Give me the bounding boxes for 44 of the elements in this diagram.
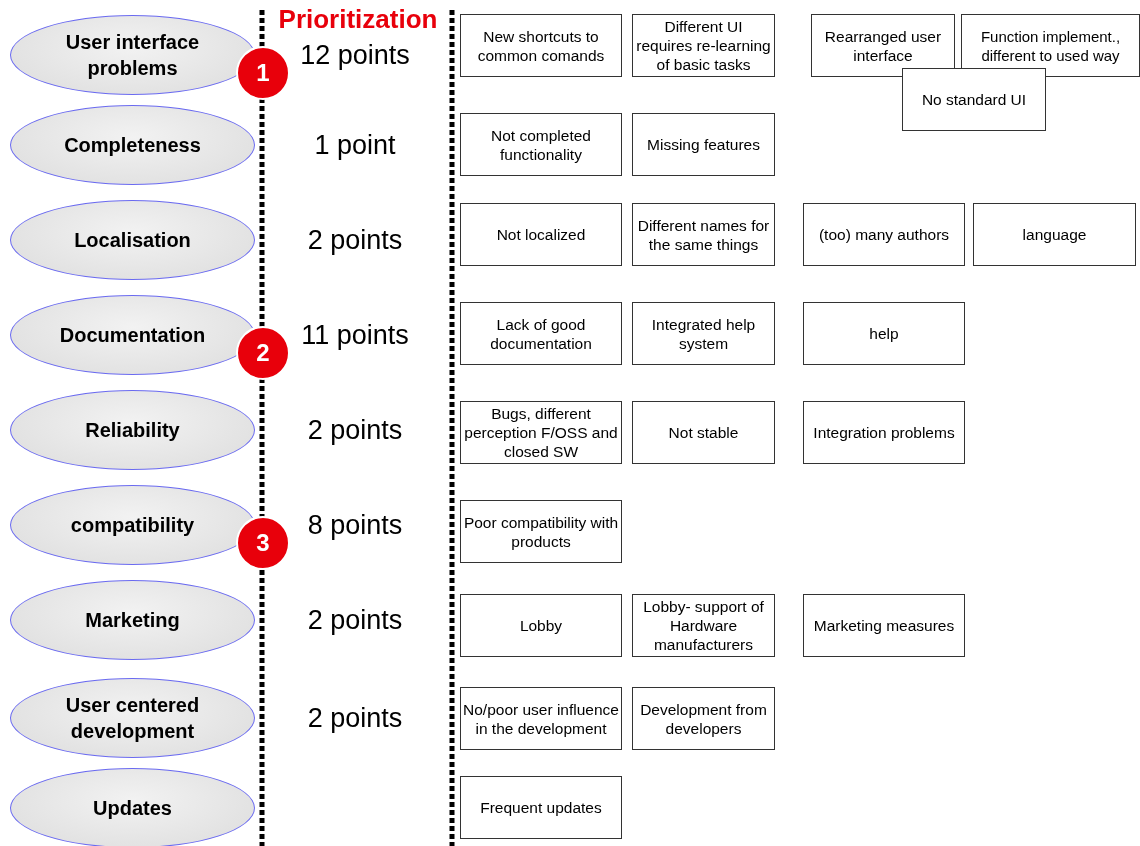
problem-box: New shortcuts to common comands <box>460 14 622 77</box>
problem-box: Lack of good documentation <box>460 302 622 365</box>
points-label: 2 points <box>306 702 404 734</box>
category-name: Completeness <box>63 133 202 158</box>
points-label: 1 point <box>313 129 397 161</box>
problem-box: Lobby <box>460 594 622 657</box>
problem-box: Not completed functionality <box>460 113 622 176</box>
problem-box: help <box>803 302 965 365</box>
problem-box: Marketing measures <box>803 594 965 657</box>
category-name: User interface problems <box>64 30 201 81</box>
problem-box: Bugs, different perception F/OSS and closed SW <box>460 401 622 464</box>
problem-box: (too) many authors <box>803 203 965 266</box>
problem-box: Frequent updates <box>460 776 622 839</box>
points-label: 12 points <box>299 39 411 71</box>
rank-badge: 2 <box>236 326 290 380</box>
problem-box: language <box>973 203 1136 266</box>
problem-box: Missing features <box>632 113 775 176</box>
problem-box: Not localized <box>460 203 622 266</box>
category-name: Updates <box>92 796 173 821</box>
points-label: 8 points <box>306 509 404 541</box>
category-name: Marketing <box>84 608 181 633</box>
points-label: 2 points <box>306 414 404 446</box>
problem-box: Function implement., different to used way <box>961 14 1140 77</box>
category-name: User centered development <box>64 693 201 744</box>
problem-box: Not stable <box>632 401 775 464</box>
points-label: 2 points <box>306 224 404 256</box>
category-name: compatibility <box>69 513 196 538</box>
problem-box: Rearranged user interface <box>811 14 955 77</box>
rank-badge: 1 <box>236 46 290 100</box>
category-name: Localisation <box>73 228 192 253</box>
problem-box: Integrated help system <box>632 302 775 365</box>
category-name: Reliability <box>84 418 181 443</box>
problem-box: Lobby- support of Hardware manufacturers <box>632 594 775 657</box>
rank-badge: 3 <box>236 516 290 570</box>
problem-box: Poor compatibility with products <box>460 500 622 563</box>
points-label: 2 points <box>306 604 404 636</box>
problem-box: Integration problems <box>803 401 965 464</box>
points-label: 11 points <box>300 319 410 351</box>
problem-box: Development from developers <box>632 687 775 750</box>
problem-box: No standard UI <box>902 68 1046 131</box>
category-name: Documentation <box>58 323 207 348</box>
problem-box: Different names for the same things <box>632 203 775 266</box>
problem-box: No/poor user influence in the development <box>460 687 622 750</box>
problem-box: Different UI requires re-learning of basic tasks <box>632 14 775 77</box>
